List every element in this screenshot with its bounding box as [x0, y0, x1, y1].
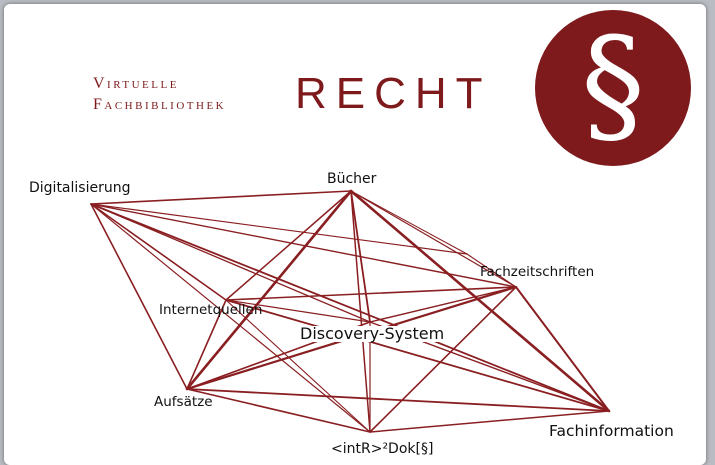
- network-edge: [515, 286, 610, 412]
- network-edge: [90, 203, 371, 323]
- paragraph-symbol: §: [581, 11, 645, 160]
- network-edge: [185, 189, 353, 391]
- node-fachinformation: Fachinformation: [549, 422, 674, 440]
- node-intrdok: <intR>²Dok[§]: [331, 441, 434, 457]
- network-edge: [90, 203, 468, 255]
- network-edge: [350, 190, 468, 255]
- node-digitalisierung: Digitalisierung: [29, 180, 131, 196]
- brand-title-recht: RECHT: [295, 69, 492, 118]
- network-edge: [369, 286, 517, 323]
- network-edge: [369, 286, 517, 433]
- network-edge: [225, 299, 371, 323]
- network-edge: [186, 299, 227, 390]
- network-edge: [90, 203, 227, 301]
- node-fachzeitschriften: Fachzeitschriften: [480, 264, 595, 280]
- node-internetquellen: Internetquellen: [159, 302, 263, 318]
- network-edge: [186, 388, 371, 433]
- network-edge: [225, 190, 352, 301]
- network-edge: [90, 190, 352, 205]
- node-aufsaetze: Aufsätze: [154, 394, 213, 410]
- network-edge: [350, 190, 371, 433]
- network-edge: [350, 190, 371, 323]
- network-edge: [90, 203, 610, 412]
- network-edge: [90, 203, 371, 433]
- network-edge: [369, 410, 610, 433]
- brand-line-fachbibliothek: Fachbibliothek: [93, 96, 227, 113]
- network-edge: [225, 299, 371, 433]
- brand-line-virtuelle: Virtuelle: [93, 75, 179, 92]
- network-edge: [349, 189, 611, 413]
- network-edge: [225, 299, 610, 412]
- node-discovery-system: Discovery-System: [299, 324, 446, 343]
- network-edge: [350, 190, 517, 288]
- network-edge: [186, 388, 610, 412]
- paragraph-seal-icon: §: [535, 10, 691, 166]
- network-edge: [90, 203, 517, 288]
- network-edge: [466, 253, 517, 288]
- network-edge: [90, 203, 188, 390]
- logo-card: Virtuelle Fachbibliothek RECHT § Digital…: [4, 4, 706, 465]
- network-edge: [225, 286, 517, 301]
- network-diagram: [90, 189, 611, 433]
- node-buecher: Bücher: [327, 171, 377, 187]
